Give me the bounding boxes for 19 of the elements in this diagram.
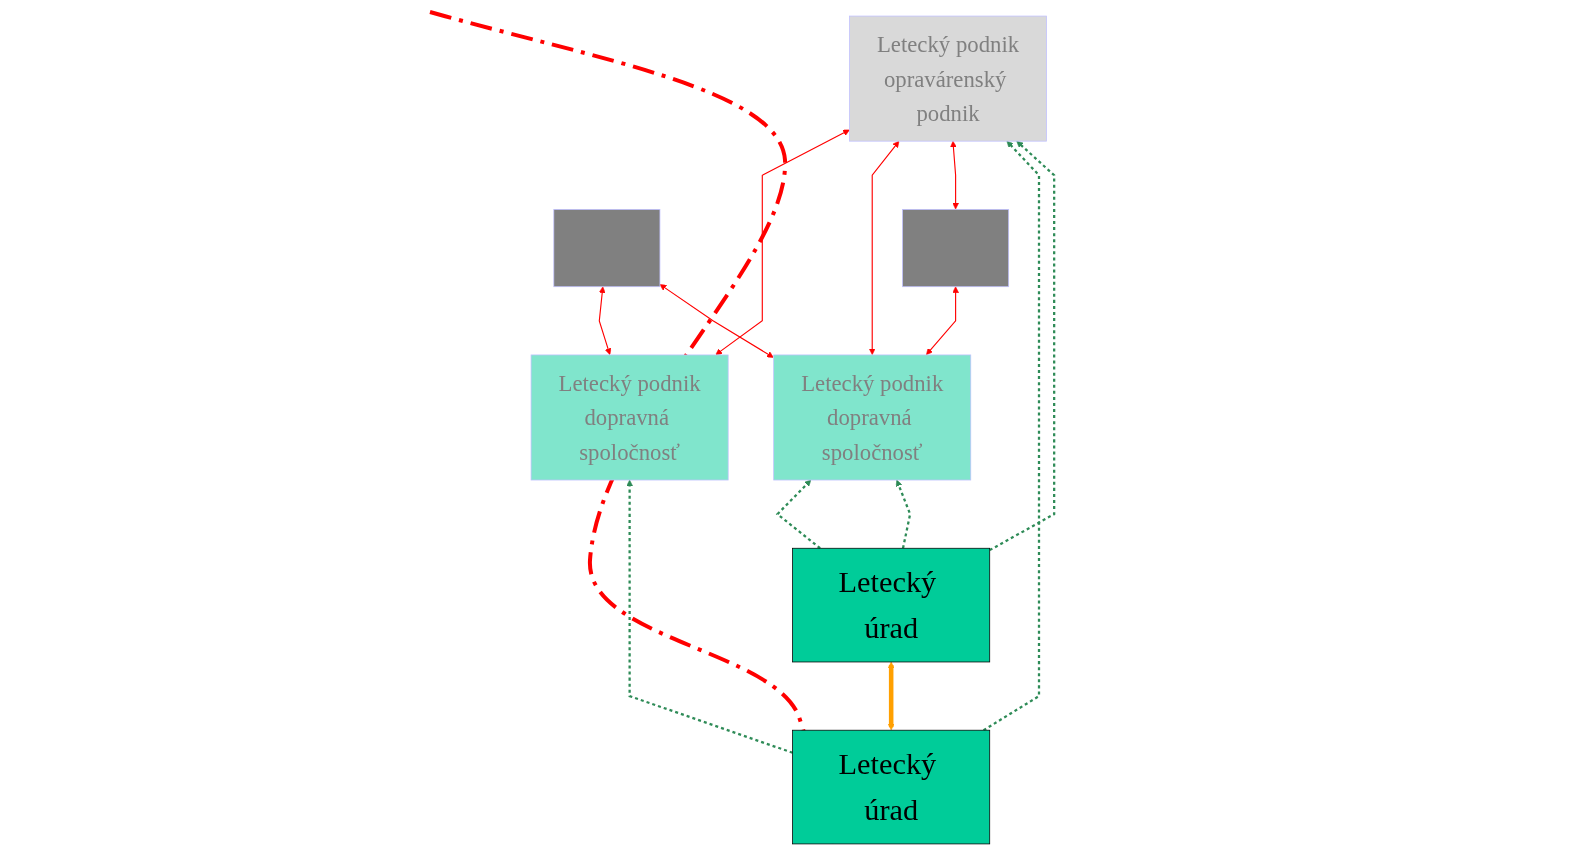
node-box xyxy=(553,208,661,287)
arrow xyxy=(598,285,612,355)
arrow xyxy=(887,661,895,730)
node-box: Letecký podnik dopravná spoločnosť xyxy=(773,354,972,480)
arrow xyxy=(715,129,850,355)
arrow xyxy=(925,285,959,355)
node-box: Letecký podnik dopravná spoločnosť xyxy=(530,354,729,480)
arrow xyxy=(989,140,1056,551)
node-box: Letecký úrad xyxy=(792,547,990,662)
arrow xyxy=(982,140,1040,731)
arrow xyxy=(949,140,959,209)
node-box: Letecký úrad xyxy=(792,729,990,844)
arrow xyxy=(659,283,774,358)
arrow xyxy=(626,479,793,754)
arrow xyxy=(868,140,900,355)
node-box: Letecký podnik opravárenský podnik xyxy=(848,15,1047,142)
arrow xyxy=(775,479,821,549)
arrow xyxy=(895,479,912,548)
node-box xyxy=(902,208,1009,287)
